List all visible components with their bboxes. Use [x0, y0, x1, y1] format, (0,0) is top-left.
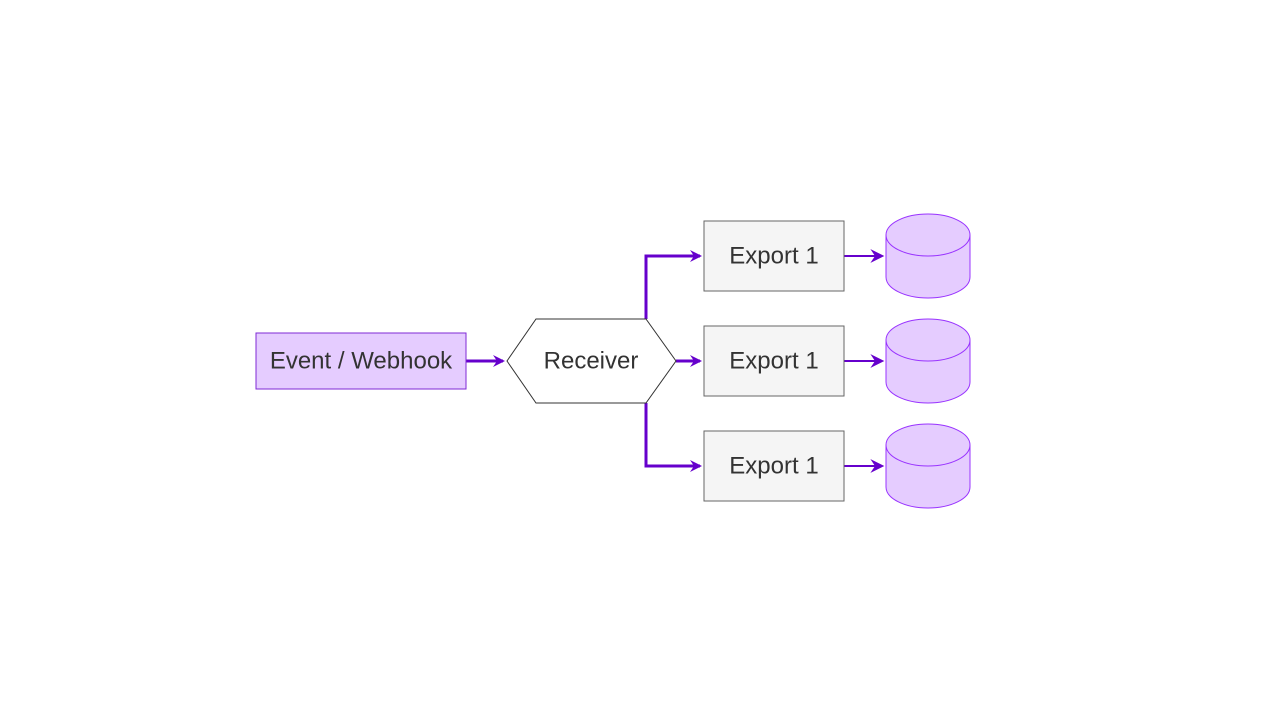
database-icon[interactable] — [885, 213, 971, 299]
export-1-label: Export 1 — [729, 243, 818, 270]
export-3-label: Export 1 — [729, 453, 818, 480]
database-icon[interactable] — [885, 318, 971, 404]
connector-receiver-to-export-1 — [644, 250, 702, 319]
receiver-label: Receiver — [544, 348, 639, 375]
event-webhook-node[interactable]: Event / Webhook — [255, 332, 467, 390]
receiver-node[interactable]: Receiver — [506, 318, 677, 404]
export-node-1[interactable]: Export 1 — [703, 220, 845, 292]
connectors — [466, 249, 885, 473]
export-node-3[interactable]: Export 1 — [703, 430, 845, 502]
export-2-label: Export 1 — [729, 348, 818, 375]
connector-receiver-to-export-3 — [644, 403, 702, 472]
event-webhook-label: Event / Webhook — [270, 348, 453, 375]
database-icon[interactable] — [885, 423, 971, 509]
export-node-2[interactable]: Export 1 — [703, 325, 845, 397]
